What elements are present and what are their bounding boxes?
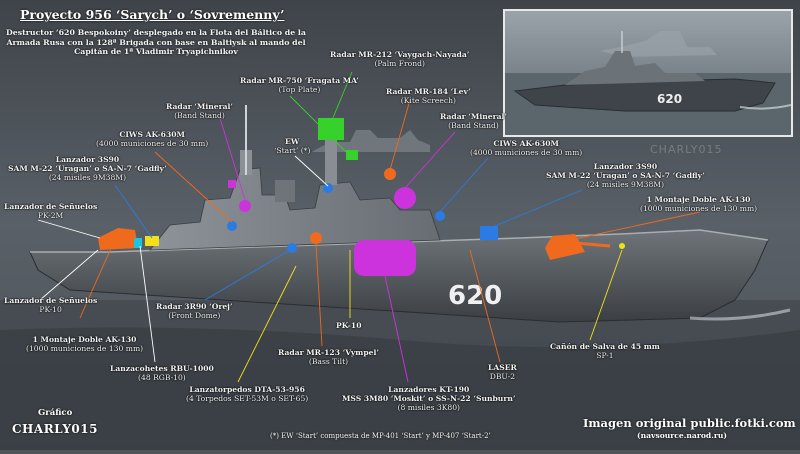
label-radar-orej: Radar 3R90 ‘Orej’(Front Dome) [156, 302, 233, 320]
hull-number: 620 [448, 281, 502, 311]
inset-svg: 620 [505, 11, 791, 135]
radar-ew [323, 183, 333, 193]
label-ssm: Lanzadores KT-190 MSS 3M80 ‘Moskit’ o SS… [342, 385, 516, 412]
radar-mr212-box [318, 118, 344, 140]
credit-label: Gráfico [38, 408, 73, 418]
leader-pk2m [37, 219, 101, 239]
leader-ew [294, 155, 329, 187]
leader-sam-l [114, 184, 153, 239]
source-credit: Imagen original public.fotki.com [583, 416, 796, 430]
sea-waves [0, 327, 800, 450]
source-credit-sub: (navsource.narod.ru) [637, 431, 727, 440]
label-ciws-right: CIWS AK-630M(4000 municiones de 30 mm) [470, 139, 583, 157]
inset-superstructure [565, 51, 705, 85]
leader-torp [237, 265, 297, 383]
label-radar-vympel: Radar MR-123 ‘Vympel’(Bass Tilt) [278, 348, 379, 366]
leader-ciws-l [154, 151, 233, 223]
label-ew: EW‘Start’ (*) [274, 137, 311, 155]
leader-mineral-l [219, 117, 246, 201]
inset-distant-ship [600, 31, 717, 57]
funnel [275, 180, 295, 202]
ak130-aft-turret [98, 228, 138, 250]
leader-ak130-f [569, 211, 701, 241]
leader-lines [37, 71, 701, 383]
footnote: (*) EW ‘Start’ compuesta de MP-401 ‘Star… [270, 432, 491, 440]
label-radar-mr184: Radar MR-184 ‘Lev’(Kite Screech) [386, 87, 471, 105]
leader-salvo [589, 249, 623, 341]
label-radar-mineral-left: Radar ‘Mineral’(Band Stand) [166, 102, 234, 120]
label-torpedoes: Lanzatorpedos DTA-53-956(4 Torpedos SET-… [186, 385, 309, 403]
radar-top-plate [346, 150, 358, 160]
ciws-fwd [435, 211, 445, 221]
page-title: Proyecto 956 ‘Sarych’ o ‘Sovremenny’ [20, 7, 285, 22]
ciws-aft [227, 221, 237, 231]
radar-mr184-dish [384, 168, 396, 180]
superstructure [149, 167, 441, 251]
leader-mineral-r [404, 131, 456, 189]
leader-mr750 [289, 95, 347, 153]
radar-mineral-dome [239, 200, 251, 212]
ak130-barrel [574, 241, 611, 248]
bow-wave [689, 308, 791, 321]
label-ciws-left: CIWS AK-630M(4000 municiones de 30 mm) [96, 130, 209, 148]
label-pk10-center: PK-10 [336, 321, 362, 330]
leader-ssm [384, 275, 409, 383]
credit-name: CHARLY015 [12, 422, 98, 436]
radar-mineral-mast [228, 180, 236, 188]
label-radar-mr212: Radar MR-212 ‘Vaygach-Nayada’(Palm Frond… [330, 50, 470, 68]
inset-bow-wave [739, 104, 791, 110]
leader-laser [469, 249, 501, 363]
rbu-launcher [134, 238, 142, 248]
leader-vympel [315, 243, 323, 347]
sam-launcher-aft [145, 236, 159, 246]
sam-launcher-fwd [480, 226, 498, 240]
label-sam-left: Lanzador 3S90 SAM M-22 ‘Uragan’ o SA-N-7… [8, 155, 167, 182]
radar-vympel [310, 232, 322, 244]
ssm-launchers [354, 240, 416, 276]
leader-mr212 [329, 71, 353, 126]
leader-ak130-a [79, 245, 113, 319]
label-ak130-aft: 1 Montaje Doble AK-130(1000 municiones d… [26, 335, 144, 353]
intro-text: Destructor ‘620 Bespokoiny’ desplegado e… [6, 28, 306, 57]
ak130-fwd-turret [545, 234, 585, 260]
inset-hull-number: 620 [657, 92, 682, 106]
label-rbu: Lanzacohetes RBU-1000(48 RGB-10) [110, 364, 214, 382]
equipment-highlights [98, 118, 625, 276]
salvo-gun [619, 243, 625, 249]
label-sam-right: Lanzador 3S90 SAM M-22 ‘Uragan’ o SA-N-7… [546, 162, 705, 189]
label-radar-mr750: Radar MR-750 ‘Fragata MA’(Top Plate) [240, 76, 359, 94]
leader-orej [204, 249, 291, 301]
pk10-mid [287, 243, 297, 253]
leader-ciws-r [439, 157, 489, 213]
label-radar-mineral-right: Radar ‘Mineral’(Band Stand) [440, 112, 508, 130]
inset-photo: 620 [503, 9, 793, 137]
distant-ship [312, 130, 430, 152]
aft-mast [325, 140, 337, 185]
watermark: CHARLY015 [650, 143, 723, 156]
leader-sam-r [489, 189, 583, 229]
leader-mr184 [389, 99, 411, 171]
leader-rbu [139, 245, 156, 363]
radar-orej-dome-fwd [394, 187, 416, 209]
label-ak130-forward: 1 Montaje Doble AK-130(1000 municiones d… [640, 195, 758, 213]
leader-pk10 [39, 249, 99, 301]
